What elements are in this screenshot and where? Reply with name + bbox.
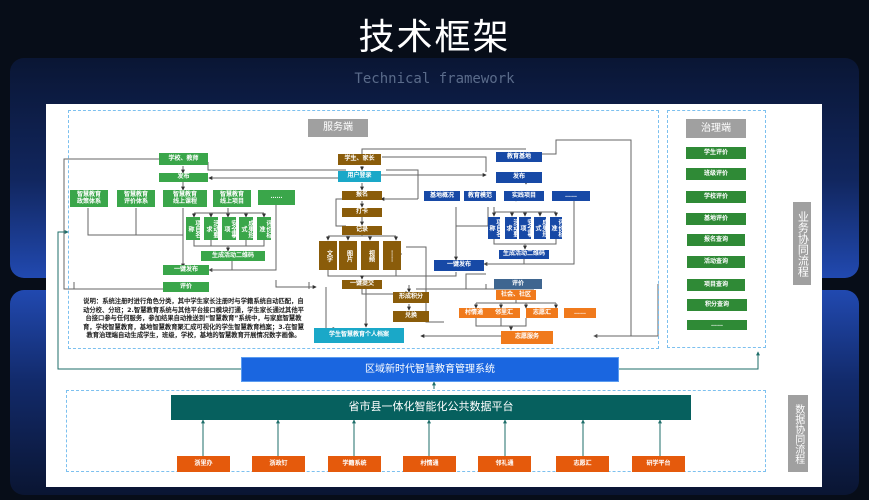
policy-system-node[interactable]: 智慧教育 政策体系 bbox=[70, 190, 108, 207]
school-one-click-publish[interactable]: 一键发布 bbox=[163, 265, 209, 275]
school-field-outcome[interactable]: 成果形式 bbox=[239, 217, 254, 240]
evaluation-system-node[interactable]: 智慧教育 评价体系 bbox=[117, 190, 155, 207]
community-channel-linlihui[interactable]: 邻里汇 bbox=[488, 308, 520, 318]
school-field-project-name[interactable]: 项目名称 bbox=[186, 217, 201, 240]
education-model-node[interactable]: 教育模范 bbox=[464, 191, 496, 201]
school-evaluate-node[interactable]: 评价 bbox=[163, 282, 209, 292]
online-project-node[interactable]: 智慧教育 线上项目 bbox=[213, 190, 251, 207]
base-overview-node[interactable]: 基地概况 bbox=[424, 191, 460, 201]
one-click-submit-node[interactable]: 一键提交 bbox=[342, 280, 382, 289]
volunteer-service-node[interactable]: 志愿服务 bbox=[501, 331, 553, 344]
data-platform-bar[interactable]: 省市县一体化智能化公共数据平台 bbox=[171, 395, 691, 420]
society-community-node[interactable]: 社会、社区 bbox=[496, 290, 536, 300]
media-text-node[interactable]: 文字 bbox=[319, 241, 337, 270]
school-field-requirements[interactable]: 活动要求 bbox=[204, 217, 219, 240]
community-channel-more[interactable]: …… bbox=[564, 308, 596, 318]
data-source-zheliban[interactable]: 浙里办 bbox=[177, 456, 230, 472]
base-more-node[interactable]: …… bbox=[552, 191, 590, 201]
governance-item-class-evaluation[interactable]: 班级评价 bbox=[686, 168, 746, 180]
school-more-node[interactable]: …… bbox=[258, 190, 295, 205]
points-node[interactable]: 形成积分 bbox=[393, 292, 429, 303]
community-channel-zhiyuanhui[interactable]: 志愿汇 bbox=[526, 308, 558, 318]
base-publish-node[interactable]: 发布 bbox=[496, 172, 542, 183]
base-field-project-name[interactable]: 项目名称 bbox=[488, 217, 502, 239]
base-qrcode-node[interactable]: 生成活动二维码 bbox=[499, 250, 549, 259]
signup-node[interactable]: 报名 bbox=[342, 191, 382, 200]
base-evaluate-node[interactable]: 评价 bbox=[494, 279, 542, 289]
service-zone bbox=[68, 110, 659, 349]
data-source-linlitong[interactable]: 邻礼通 bbox=[478, 456, 531, 472]
education-base-node[interactable]: 教育基地 bbox=[496, 152, 542, 162]
school-field-safety[interactable]: 安全事项 bbox=[222, 217, 237, 240]
page-subtitle: Technical framework bbox=[354, 71, 515, 87]
governance-item-student-evaluation[interactable]: 学生评价 bbox=[686, 147, 746, 159]
data-source-zhiyuanhui[interactable]: 志愿汇 bbox=[556, 456, 609, 472]
governance-item-more[interactable]: …… bbox=[687, 320, 747, 330]
school-field-criteria[interactable]: 评价标准 bbox=[257, 217, 272, 240]
student-archive-node[interactable]: 学生智慧教育个人档案 bbox=[314, 328, 404, 343]
record-node[interactable]: 记录 bbox=[342, 226, 382, 235]
data-collaboration-label: 数据协同流程 bbox=[788, 395, 808, 472]
practice-project-node[interactable]: 实践项目 bbox=[504, 191, 544, 201]
base-field-requirements[interactable]: 活动要求 bbox=[505, 217, 519, 239]
data-source-zhezhengding[interactable]: 浙政钉 bbox=[252, 456, 305, 472]
user-login-node[interactable]: 用户登录 bbox=[338, 171, 381, 182]
media-more-node[interactable]: …… bbox=[383, 241, 401, 270]
explanation-note: 说明：系统注册时进行角色分类，其中学生家长注册时与学籍系统自动匹配，自动分校、分… bbox=[83, 298, 304, 339]
media-video-node[interactable]: 视频 bbox=[361, 241, 379, 270]
governance-item-signup-query[interactable]: 报名查询 bbox=[687, 234, 745, 246]
management-system-bar[interactable]: 区域新时代智慧教育管理系统 bbox=[241, 357, 619, 382]
governance-zone bbox=[667, 110, 766, 348]
governance-item-points-query[interactable]: 积分查询 bbox=[687, 299, 747, 311]
governance-title: 治理端 bbox=[686, 119, 746, 138]
checkin-node[interactable]: 打卡 bbox=[342, 208, 382, 217]
school-teacher-node[interactable]: 学校、教师 bbox=[159, 153, 208, 165]
community-channel-cunqingtong[interactable]: 村情通 bbox=[459, 308, 489, 318]
base-field-criteria[interactable]: 评价标准 bbox=[550, 217, 564, 239]
data-source-student-registry[interactable]: 学籍系统 bbox=[328, 456, 381, 472]
data-source-cunqingtong[interactable]: 村情通 bbox=[403, 456, 456, 472]
redeem-node[interactable]: 兑换 bbox=[393, 311, 429, 322]
media-image-node[interactable]: 图片 bbox=[339, 241, 357, 270]
school-qrcode-node[interactable]: 生成活动二维码 bbox=[201, 251, 265, 261]
school-publish-node[interactable]: 发布 bbox=[159, 173, 208, 182]
base-one-click-publish[interactable]: 一键发布 bbox=[434, 260, 484, 271]
base-field-safety[interactable]: 安全事项 bbox=[519, 217, 533, 239]
base-field-outcome[interactable]: 成果形式 bbox=[534, 217, 548, 239]
governance-item-school-evaluation[interactable]: 学校评价 bbox=[686, 191, 746, 203]
student-parent-node[interactable]: 学生、家长 bbox=[338, 154, 381, 165]
business-collaboration-label: 业务协同流程 bbox=[793, 202, 811, 285]
page-title: 技术框架 bbox=[358, 17, 511, 58]
governance-item-base-evaluation[interactable]: 基地评价 bbox=[686, 213, 746, 225]
online-course-node[interactable]: 智慧教育 线上课程 bbox=[163, 190, 207, 207]
data-source-study-platform[interactable]: 研学平台 bbox=[632, 456, 685, 472]
governance-item-project-query[interactable]: 项目查询 bbox=[687, 279, 745, 291]
governance-item-activity-query[interactable]: 活动查询 bbox=[687, 256, 745, 268]
service-title: 服务端 bbox=[308, 119, 368, 137]
architecture-diagram: 服务端 治理端 学校、教师 发布 智慧教育 政策体系 智慧教育 评价体系 智慧教… bbox=[46, 104, 822, 487]
